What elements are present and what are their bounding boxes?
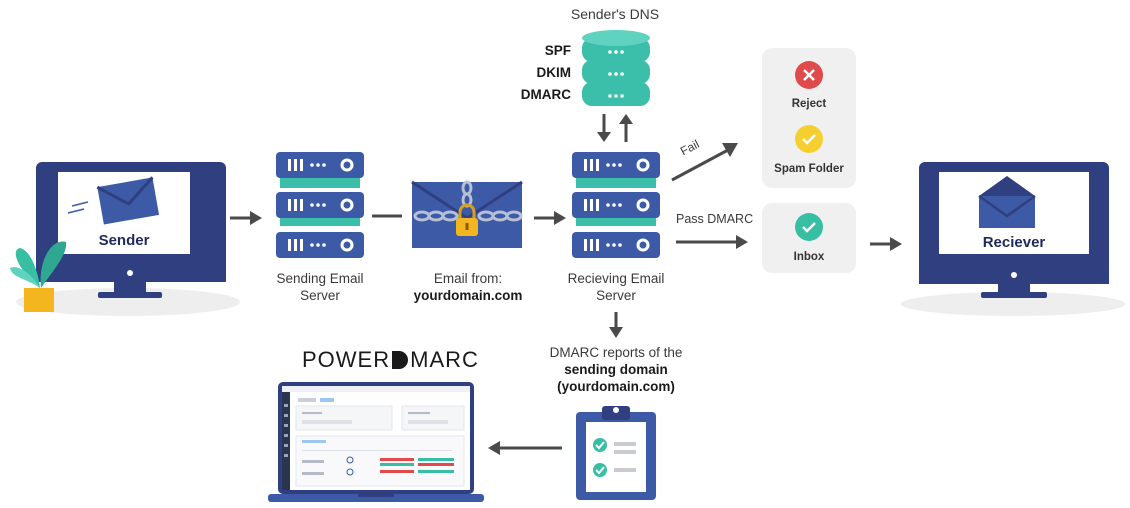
fail-arrow xyxy=(671,143,738,182)
arrow-inbox-to-receiver xyxy=(870,237,902,251)
dns-record-list: SPF DKIM DMARC xyxy=(505,40,571,106)
reject-label: Reject xyxy=(791,98,827,110)
locked-email-icon xyxy=(411,180,523,248)
sender-computer xyxy=(10,162,240,316)
dns-database-icon xyxy=(582,30,650,106)
dns-query-arrows xyxy=(597,114,633,142)
inbox-icon xyxy=(795,213,823,241)
inbox-label: Inbox xyxy=(793,251,825,263)
receiving-server-label: Recieving Email Server xyxy=(567,271,665,303)
dns-record-dkim: DKIM xyxy=(536,65,572,80)
arrow-reports-to-dashboard xyxy=(488,441,562,455)
dashboard-laptop xyxy=(268,382,484,502)
spam-folder-icon xyxy=(795,125,823,153)
receiver-computer xyxy=(901,162,1125,316)
dns-record-spf: SPF xyxy=(544,43,571,58)
arrow-email-to-receiving-server xyxy=(534,211,566,225)
receiver-label: Reciever xyxy=(982,234,1046,251)
dns-title: Sender's DNS xyxy=(570,6,660,22)
reports-label: DMARC reports of the sending domain (you… xyxy=(549,345,683,394)
dns-record-dmarc: DMARC xyxy=(520,87,571,102)
sending-server-icon xyxy=(276,152,364,258)
reject-icon xyxy=(795,61,823,89)
clipboard-report-icon xyxy=(576,406,656,500)
sending-server-label: Sending Email Server xyxy=(276,271,364,303)
arrow-server-to-reports xyxy=(609,312,623,338)
connector-server-to-email xyxy=(372,214,402,218)
pass-arrow xyxy=(676,235,748,249)
brand-d-mark xyxy=(392,351,409,369)
sender-label: Sender xyxy=(98,232,150,249)
email-label: Email from: yourdomain.com xyxy=(413,271,523,303)
arrow-sender-to-server xyxy=(230,211,262,225)
pass-dmarc-label: Pass DMARC xyxy=(676,212,754,226)
spam-folder-label: Spam Folder xyxy=(774,163,844,175)
receiving-server-icon xyxy=(572,152,660,258)
